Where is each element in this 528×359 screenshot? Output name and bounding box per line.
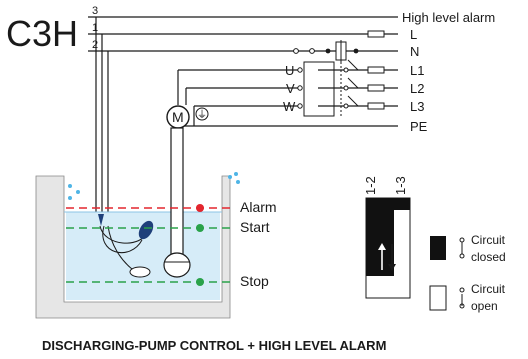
label-L1: L1 [410, 63, 424, 78]
motor-wiring [177, 69, 298, 126]
ground-symbol: ⏚ [197, 109, 207, 121]
level-stop: Stop [240, 273, 269, 289]
contactor-coil [293, 40, 359, 116]
label-L2: L2 [410, 81, 424, 96]
pump [163, 127, 191, 278]
level-start: Start [240, 219, 270, 235]
start-level-marker [196, 224, 204, 232]
switch-col-1-2: 1-2 [363, 176, 378, 195]
switch-col-1-3: 1-3 [393, 176, 408, 195]
motor-label: M [172, 109, 184, 125]
fuses [367, 30, 385, 110]
pump-tank [35, 175, 231, 319]
legend-open-line1: Circuit [471, 282, 506, 296]
diagram-caption: DISCHARGING-PUMP CONTROL + HIGH LEVEL AL… [42, 338, 386, 353]
label-high-level-alarm: High level alarm [402, 10, 495, 25]
legend-open-line2: open [471, 299, 498, 313]
legend-closed-line1: Circuit [471, 233, 506, 247]
diagram-code: C3H [6, 13, 78, 54]
legend-open [429, 285, 465, 311]
label-L3: L3 [410, 99, 424, 114]
label-L: L [410, 27, 417, 42]
legend-closed-line2: closed [471, 250, 506, 264]
line-number-2: 2 [92, 39, 98, 51]
float-wires [95, 17, 109, 226]
line-number-1: 1 [92, 22, 98, 34]
level-lines [66, 204, 232, 286]
ground-icon [195, 107, 209, 121]
label-PE: PE [410, 119, 428, 134]
water-drops-icon [68, 172, 240, 200]
start-float-icon [138, 220, 154, 240]
alarm-float-icon [98, 214, 104, 226]
label-N: N [410, 44, 419, 59]
supply-lines [88, 16, 398, 127]
float-switches [98, 214, 154, 278]
stop-level-marker [196, 278, 204, 286]
switch-state-chart [365, 197, 411, 299]
level-alarm: Alarm [240, 199, 277, 215]
alarm-level-marker [196, 204, 204, 212]
line-number-3: 3 [92, 5, 98, 17]
legend-closed [430, 236, 465, 260]
stop-float-icon [129, 266, 151, 278]
